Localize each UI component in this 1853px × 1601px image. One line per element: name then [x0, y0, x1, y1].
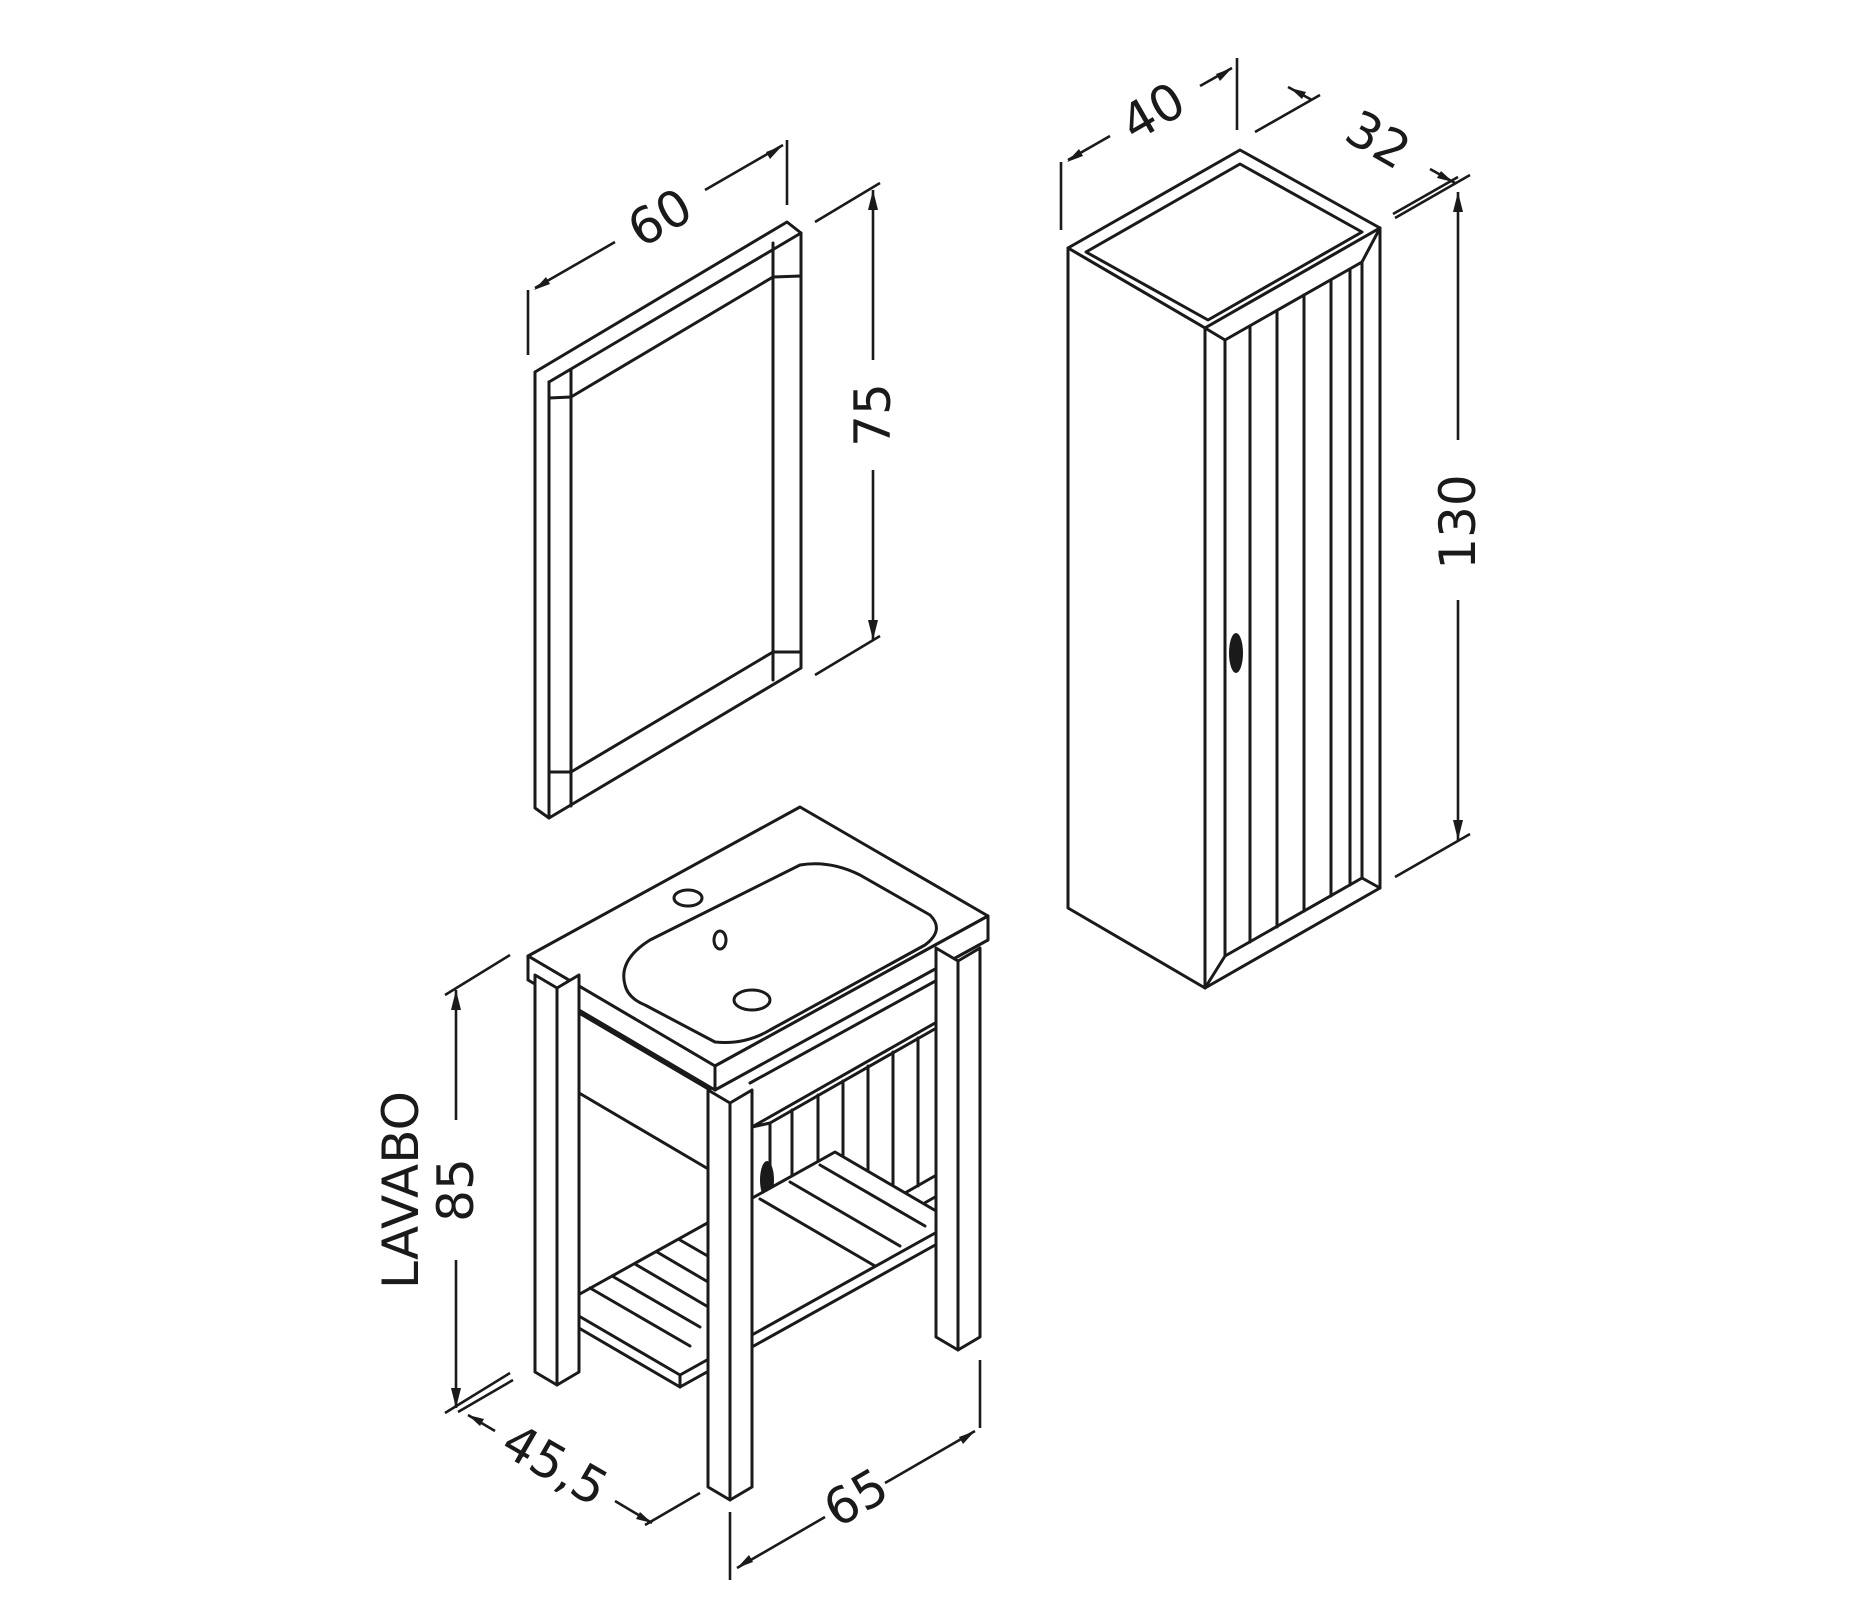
column-height-dimension: 130: [1394, 173, 1487, 879]
vanity-name-label: LAVABO: [372, 1091, 430, 1289]
column-door-handle-icon: [1229, 633, 1243, 673]
mirror-width-label: 60: [618, 177, 702, 259]
vanity-depth-label: 45,5: [492, 1412, 617, 1518]
vanity-drawing: [526, 805, 990, 1502]
vanity-width-dimension: 65: [728, 1360, 982, 1580]
vanity-height-dimension: 85 LAVABO: [372, 953, 511, 1415]
column-height-label: 130: [1429, 474, 1487, 569]
column-depth-label: 32: [1336, 99, 1420, 181]
vanity-width-label: 65: [814, 1457, 898, 1539]
mirror-height-label: 75: [844, 383, 902, 447]
column-cabinet-drawing: [1066, 148, 1382, 990]
mirror-height-dimension: 75: [814, 181, 902, 677]
vanity-depth-dimension: 45,5: [457, 1378, 701, 1527]
column-width-label: 40: [1111, 71, 1195, 153]
mirror-drawing: [533, 220, 803, 820]
vanity-height-label: 85: [427, 1158, 485, 1222]
